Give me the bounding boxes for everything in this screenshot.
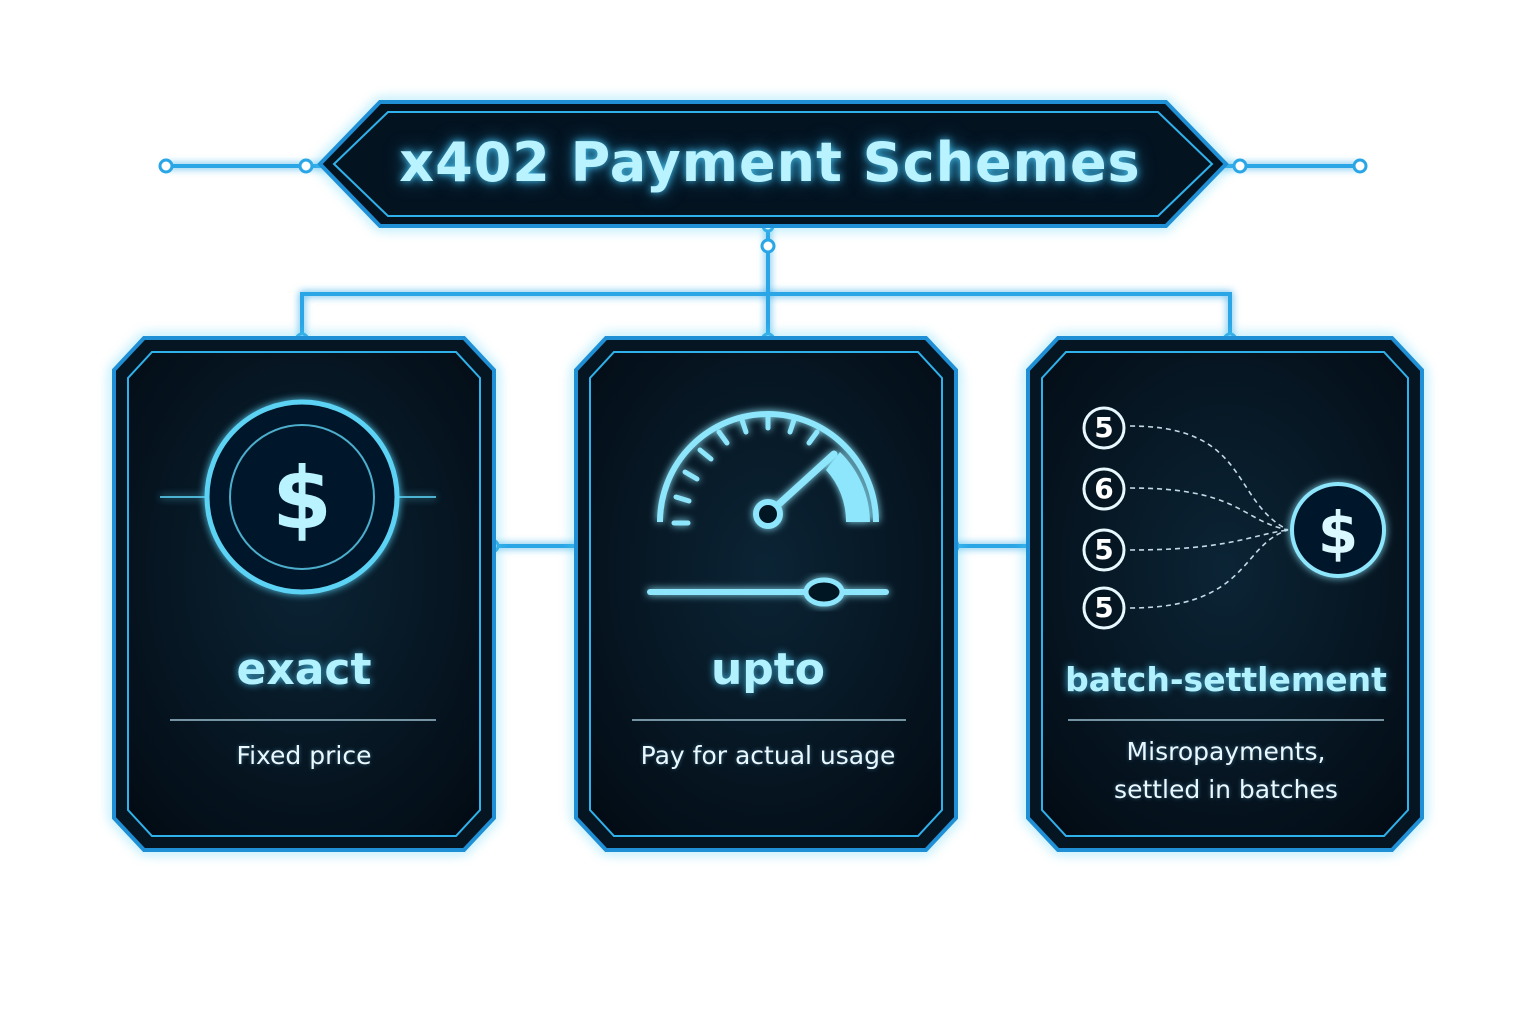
card-description-batch-line-1: Misropayments, <box>1126 737 1326 766</box>
settled-dollar-icon: $ <box>1290 482 1386 578</box>
card-name-upto: upto <box>710 644 826 695</box>
diagram-title: x402 Payment Schemes <box>399 131 1141 194</box>
coin-value: 5 <box>1094 591 1114 624</box>
svg-text:$: $ <box>272 449 332 549</box>
card-name-batch-settlement: batch-settlement <box>1065 660 1387 699</box>
card-description-exact: Fixed price <box>236 741 372 770</box>
card-description-batch-line-2: settled in batches <box>1114 775 1338 804</box>
batch-lines <box>1129 425 1289 609</box>
card-description-upto: Pay for actual usage <box>640 741 896 770</box>
svg-text:$: $ <box>1318 499 1358 567</box>
dollar-coin-icon: $ <box>160 399 436 595</box>
title-banner <box>315 99 1231 229</box>
coin-icon <box>1082 528 1126 572</box>
card-frame-batch-settlement <box>1025 335 1425 853</box>
card-name-exact: exact <box>236 644 372 695</box>
coin-icon <box>1082 586 1126 630</box>
coin-value: 6 <box>1094 472 1114 505</box>
coin-value: 5 <box>1094 411 1114 444</box>
batch-coins <box>1082 406 1126 630</box>
coin-value: 5 <box>1094 533 1114 566</box>
gauge-icon <box>657 411 879 529</box>
coin-icon <box>1082 467 1126 511</box>
usage-slider-icon <box>647 577 889 607</box>
coin-icon <box>1082 406 1126 450</box>
